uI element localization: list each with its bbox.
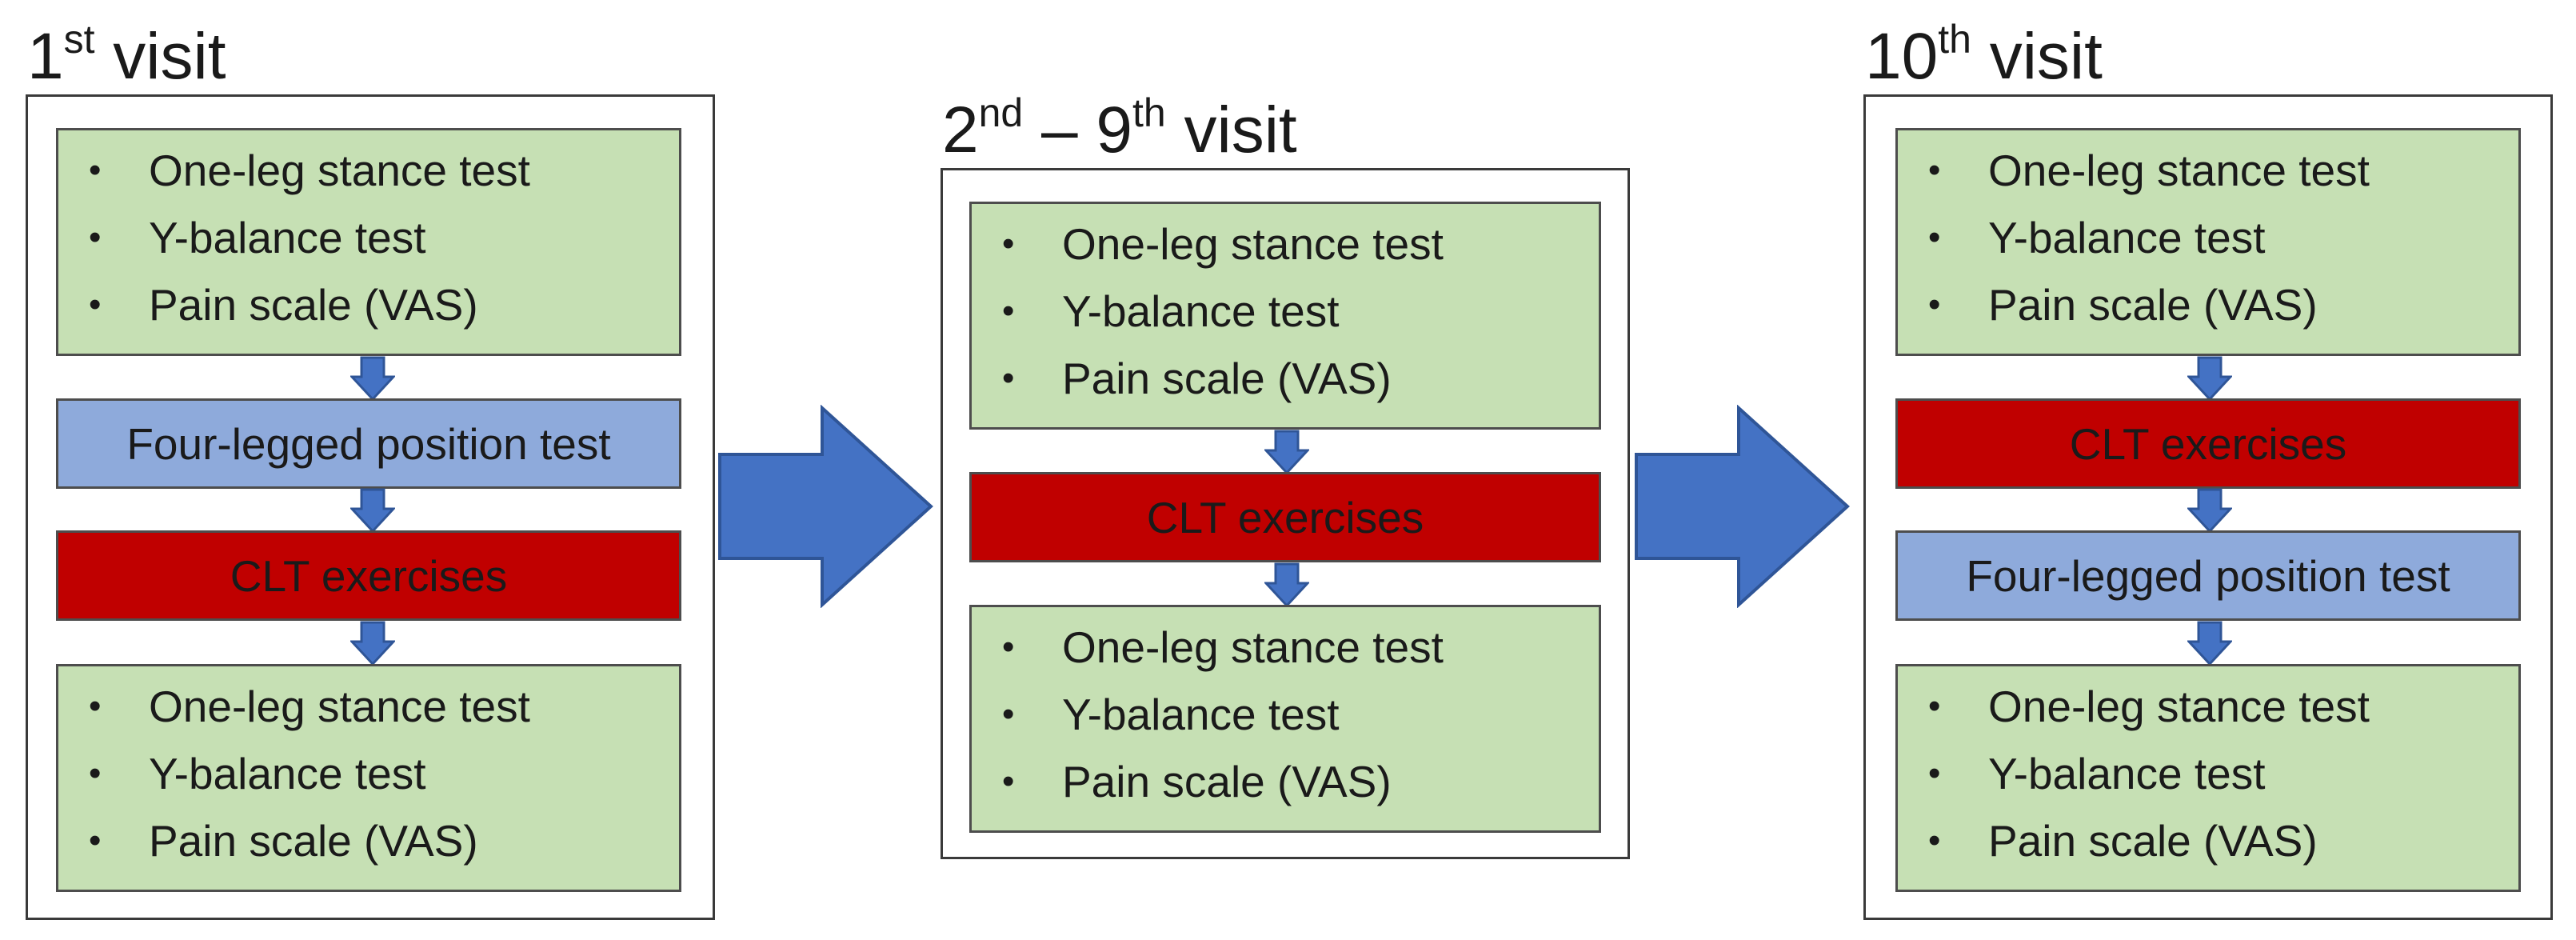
visit-10-pre-tests: One-leg stance test Y-balance test Pain … bbox=[1895, 128, 2521, 356]
visit-10-title: 10th visit bbox=[1865, 19, 2103, 90]
down-arrow-icon bbox=[350, 356, 395, 401]
visit-1-title-ordinal: st bbox=[63, 17, 95, 62]
visit-10-post-tests: One-leg stance test Y-balance test Pain … bbox=[1895, 664, 2521, 892]
test-item: One-leg stance test bbox=[1928, 137, 2370, 204]
visit-2-9-title: 2nd – 9th visit bbox=[942, 93, 1297, 163]
visit-2-9-clt-exercises: CLT exercises bbox=[969, 472, 1601, 562]
visit-10-position-test: Four-legged position test bbox=[1895, 530, 2521, 621]
visit-2-9-title-end: – 9 bbox=[1023, 94, 1133, 166]
test-item: One-leg stance test bbox=[1002, 210, 1444, 278]
test-item: Pain scale (VAS) bbox=[1002, 748, 1444, 815]
visit-1-position-test: Four-legged position test bbox=[56, 398, 681, 489]
test-item: One-leg stance test bbox=[89, 673, 530, 740]
test-item: One-leg stance test bbox=[89, 137, 530, 204]
visit-2-9-title-start: 2 bbox=[942, 94, 979, 166]
visit-2-9-post-tests: One-leg stance test Y-balance test Pain … bbox=[969, 605, 1601, 833]
down-arrow-icon bbox=[1264, 562, 1309, 607]
test-item: Pain scale (VAS) bbox=[89, 271, 530, 338]
flow-arrow-icon bbox=[718, 405, 933, 608]
test-item: One-leg stance test bbox=[1002, 614, 1444, 681]
visit-2-9-pre-tests: One-leg stance test Y-balance test Pain … bbox=[969, 202, 1601, 430]
visit-1-pre-tests: One-leg stance test Y-balance test Pain … bbox=[56, 128, 681, 356]
visit-10-clt-exercises: CLT exercises bbox=[1895, 398, 2521, 489]
visit-10-title-word: visit bbox=[1971, 20, 2103, 93]
down-arrow-icon bbox=[1264, 430, 1309, 474]
flow-arrow-icon bbox=[1635, 405, 1850, 608]
test-item: Y-balance test bbox=[89, 204, 530, 271]
down-arrow-icon bbox=[350, 488, 395, 533]
visit-1-post-tests: One-leg stance test Y-balance test Pain … bbox=[56, 664, 681, 892]
test-item: Pain scale (VAS) bbox=[1928, 807, 2370, 874]
down-arrow-icon bbox=[2187, 488, 2232, 533]
test-item: Y-balance test bbox=[1928, 204, 2370, 271]
visit-1-clt-exercises: CLT exercises bbox=[56, 530, 681, 621]
visit-1-title-word: visit bbox=[94, 20, 226, 93]
visit-2-9-title-word: visit bbox=[1165, 94, 1297, 166]
down-arrow-icon bbox=[2187, 621, 2232, 666]
test-item: Y-balance test bbox=[1928, 740, 2370, 807]
visit-2-9-title-ordinal: nd bbox=[978, 90, 1024, 135]
visit-1-title: 1st visit bbox=[27, 19, 226, 90]
down-arrow-icon bbox=[2187, 356, 2232, 401]
down-arrow-icon bbox=[350, 621, 395, 666]
test-item: Pain scale (VAS) bbox=[89, 807, 530, 874]
visit-10-title-number: 10 bbox=[1865, 20, 1939, 93]
test-item: Y-balance test bbox=[1002, 278, 1444, 345]
visit-2-9-title-ordinal-end: th bbox=[1132, 90, 1166, 135]
test-item: Pain scale (VAS) bbox=[1002, 345, 1444, 412]
test-item: One-leg stance test bbox=[1928, 673, 2370, 740]
visit-10-title-ordinal: th bbox=[1938, 17, 1971, 62]
visit-1-title-number: 1 bbox=[27, 20, 64, 93]
test-item: Y-balance test bbox=[89, 740, 530, 807]
test-item: Pain scale (VAS) bbox=[1928, 271, 2370, 338]
test-item: Y-balance test bbox=[1002, 681, 1444, 748]
